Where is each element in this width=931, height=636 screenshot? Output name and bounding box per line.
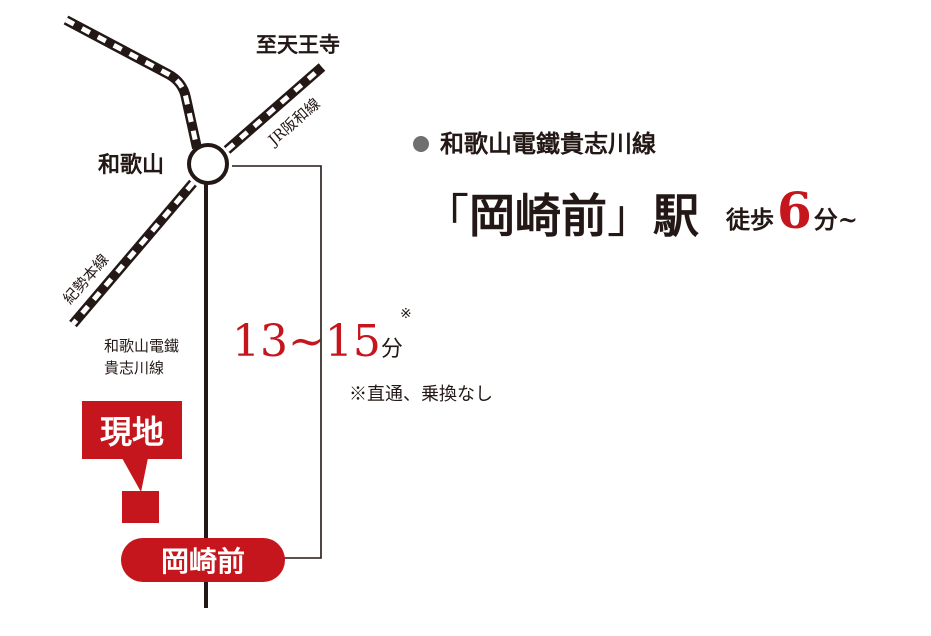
- okazakimae-station-label: 岡崎前: [161, 545, 245, 578]
- wakayama-station-marker: [187, 143, 229, 185]
- walk-unit: 分~: [814, 205, 858, 234]
- walk-label: 徒歩: [725, 205, 774, 234]
- okazakimae-station-pill: [121, 538, 285, 582]
- tennoji-destination-label: 至天王寺: [256, 32, 340, 57]
- headline-bracket-open: 「: [423, 189, 469, 243]
- headline-walk: 徒歩6分~: [725, 181, 858, 240]
- walk-minutes: 6: [777, 181, 812, 240]
- site-callout-box: [82, 401, 182, 459]
- line-bullet-icon: [413, 136, 429, 152]
- travel-time-unit: 分: [381, 337, 403, 362]
- site-label: 現地: [100, 413, 164, 451]
- headline-station-suffix: 駅: [653, 189, 699, 243]
- travel-note: ※直通、乗換なし: [349, 384, 493, 405]
- hanwa-line-label: JR阪和線: [263, 95, 323, 151]
- kisei-line-label: 紀勢本線: [59, 251, 112, 308]
- headline-station: 「岡崎前」駅: [423, 189, 699, 243]
- travel-time-value: 13~15: [232, 316, 381, 367]
- travel-note-mark: ※: [400, 306, 412, 322]
- site-callout-pointer: [122, 458, 148, 492]
- headline-bracket-close: 」: [607, 189, 653, 243]
- travel-time: 13~15分: [232, 316, 403, 367]
- headline-station-name: 岡崎前: [469, 189, 607, 243]
- travel-bracket: [232, 165, 322, 559]
- wakayama-station-label: 和歌山: [98, 152, 164, 178]
- kishigawa-line-label-1: 和歌山電鐵: [104, 337, 179, 355]
- headline-line-name: 和歌山電鐵貴志川線: [440, 129, 656, 158]
- kishigawa-line-label-2: 貴志川線: [104, 359, 164, 377]
- site-marker: [122, 491, 159, 523]
